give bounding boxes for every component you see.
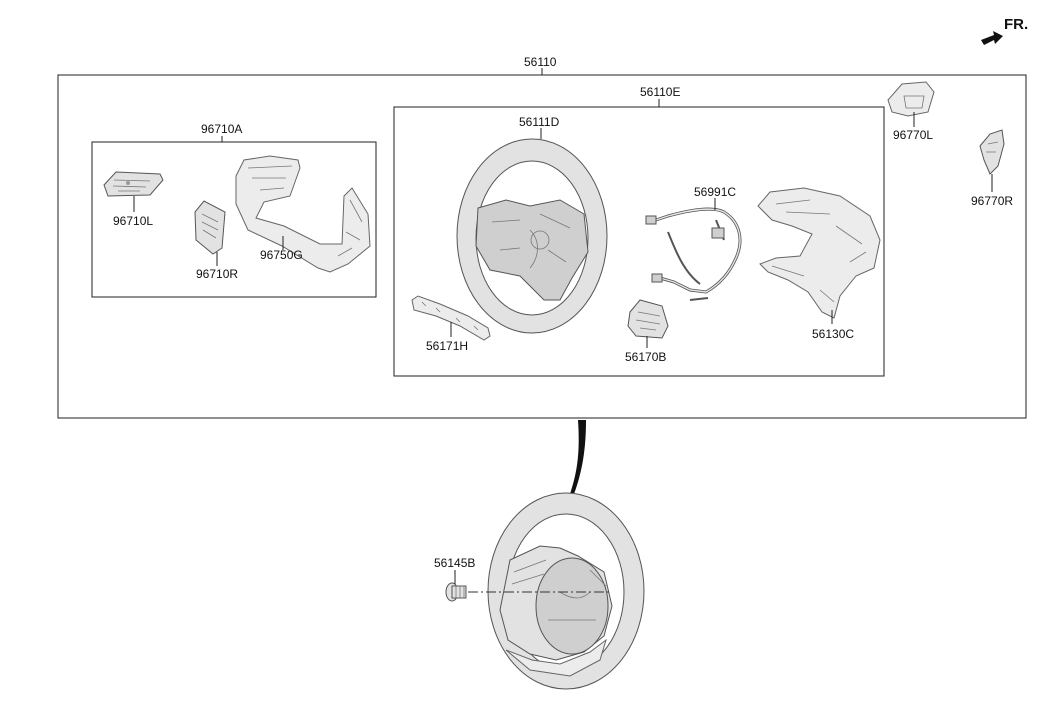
- part-label-switch-assy: 56170B: [625, 350, 666, 364]
- part-label-bezel-garnish: 96750G: [260, 248, 303, 262]
- part-label-paddle-shift-right: 96770R: [971, 194, 1013, 208]
- lower-trim-illustration: [411, 295, 491, 341]
- remote-switch-right-illustration: [194, 200, 226, 255]
- assembly-box-remote-control: [91, 141, 377, 298]
- part-label-bolt: 56145B: [434, 556, 475, 570]
- front-direction-label: FR.: [1004, 16, 1028, 33]
- part-label-paddle-shift-left: 96770L: [893, 128, 933, 142]
- front-direction-arrow-icon: [981, 31, 1003, 45]
- assembly-connector-line: [570, 420, 586, 494]
- part-label-lower-trim: 56171H: [426, 339, 468, 353]
- part-label-remote-switch-left: 96710L: [113, 214, 153, 228]
- assembly-box-wheel-body: [393, 106, 885, 377]
- bolt-illustration: [445, 582, 467, 602]
- wiring-harness-illustration: [645, 207, 742, 301]
- switch-assy-illustration: [627, 299, 669, 339]
- part-label-wiring-harness: 56991C: [694, 185, 736, 199]
- part-label-steering-wheel-body: 56111D: [519, 115, 560, 129]
- part-label-remote-switch-right: 96710R: [196, 267, 238, 281]
- remote-switch-left-illustration: [103, 171, 164, 197]
- rear-cover-illustration: [757, 187, 881, 319]
- front-direction-indicator: FR.: [981, 16, 1028, 45]
- paddle-shift-left-illustration: [887, 81, 935, 117]
- assembly-box-main: [57, 74, 1027, 419]
- assembled-steering-wheel-illustration: [487, 492, 645, 690]
- steering-wheel-body-illustration: [456, 138, 608, 334]
- assembly-label-remote-control: 96710A: [201, 122, 242, 136]
- paddle-shift-right-illustration: [979, 129, 1005, 175]
- assembly-label-wheel-body: 56110E: [640, 85, 680, 99]
- part-label-rear-cover: 56130C: [812, 327, 854, 341]
- bezel-garnish-illustration: [235, 155, 371, 273]
- assembly-label-main: 56110: [524, 55, 557, 69]
